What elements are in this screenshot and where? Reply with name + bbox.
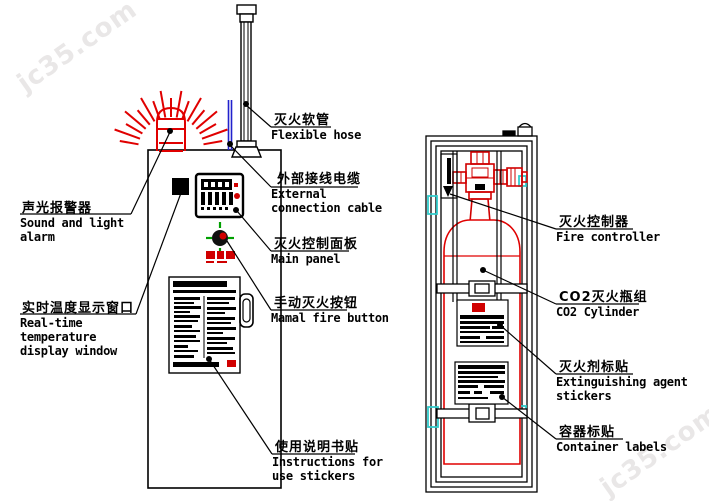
label-instructions: 使用说明书贴 Instructions for use stickers: [272, 436, 383, 483]
label-temp-window-en: Real-time: [20, 316, 83, 330]
label-cylinder-zh: CO2灭火瓶组: [559, 290, 648, 305]
temp-display-window: [172, 178, 189, 195]
label-controller-en: Fire controller: [556, 230, 660, 244]
label-cable: 外部接线电缆 External connection cable: [271, 168, 382, 215]
label-controller: 灭火控制器 Fire controller: [556, 211, 660, 244]
label-cylinder: CO2灭火瓶组 CO2 Cylinder: [556, 286, 648, 319]
label-hose-en: Flexible hose: [271, 128, 362, 142]
right-cabinet: [425, 122, 538, 493]
fire-controller-valve: [452, 151, 528, 223]
label-cable-zh: 外部接线电缆: [277, 172, 362, 187]
label-button-zh: 手动灭火按钮: [274, 296, 359, 311]
label-panel-zh: 灭火控制面板: [274, 237, 359, 252]
label-agent-en: Extinguishing agent: [556, 375, 688, 389]
sensor-bar: [440, 153, 458, 199]
leader-dots: [167, 101, 505, 400]
hose-outlet-fitting: [517, 122, 533, 137]
label-agent-zh: 灭火剂标贴: [559, 360, 630, 375]
label-panel: 灭火控制面板 Main panel: [271, 233, 358, 266]
label-agent: 灭火剂标贴 Extinguishing agent stickers: [556, 356, 688, 403]
label-temp-window: 实时温度显示窗口 Real-time temperature display w…: [20, 297, 134, 358]
leader-lines: [20, 104, 639, 455]
cylinder-strap-upper: [436, 280, 528, 297]
label-container: 容器标贴 Container labels: [556, 421, 667, 454]
label-temp-window-zh: 实时温度显示窗口: [22, 301, 135, 316]
label-cable-en: External: [271, 187, 327, 201]
label-cylinder-en: CO2 Cylinder: [556, 305, 640, 319]
manual-fire-button: [206, 222, 234, 254]
label-button: 手动灭火按钮 Mamal fire button: [271, 292, 389, 325]
label-sound-alarm-zh: 声光报警器: [22, 201, 93, 216]
label-button-en: Mamal fire button: [271, 311, 389, 325]
label-controller-zh: 灭火控制器: [559, 215, 630, 230]
brand-logo-mark: [206, 251, 235, 263]
label-container-en: Container labels: [556, 440, 667, 454]
flexible-hose: [230, 4, 263, 158]
label-sound-alarm-en: Sound and light: [20, 216, 124, 230]
label-panel-en: Main panel: [271, 252, 341, 266]
alarm-sunburst-rays: [114, 90, 228, 146]
label-instructions-zh: 使用说明书贴: [275, 440, 360, 455]
door-handle: [239, 293, 254, 328]
label-container-zh: 容器标贴: [559, 425, 616, 440]
label-instructions-en: Instructions for: [272, 455, 383, 469]
label-sound-alarm: 声光报警器 Sound and light alarm: [20, 197, 124, 244]
label-hose-zh: 灭火软管: [274, 113, 331, 128]
instruction-sticker: [168, 276, 241, 374]
cylinder-strap-lower: [436, 403, 528, 423]
control-panel: [194, 172, 245, 219]
label-hose: 灭火软管 Flexible hose: [271, 109, 361, 142]
